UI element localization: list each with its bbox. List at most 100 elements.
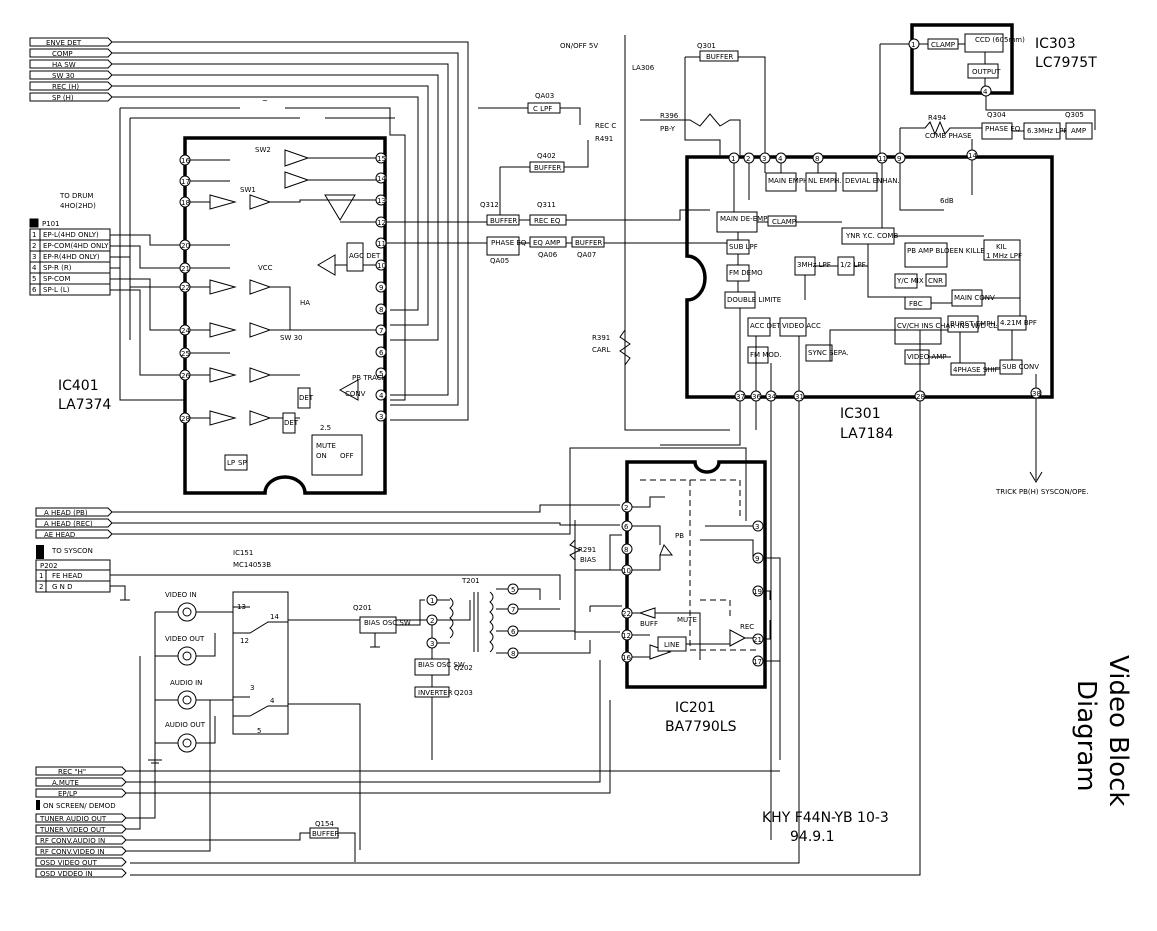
svg-text:A.MUTE: A.MUTE <box>52 779 79 787</box>
svg-text:FM MOD.: FM MOD. <box>750 351 781 359</box>
svg-text:2: 2 <box>746 155 750 163</box>
bottom-signal-group: REC "H" A.MUTE EP/LP ON SCREEN/ DEMOD TU… <box>35 766 127 878</box>
svg-text:OSD VIDEO OUT: OSD VIDEO OUT <box>40 859 98 867</box>
svg-text:16: 16 <box>622 654 631 662</box>
svg-text:BUFFER: BUFFER <box>312 830 339 838</box>
svg-text:Q301: Q301 <box>697 42 716 50</box>
svg-text:SUB CONV: SUB CONV <box>1002 363 1039 371</box>
r391-label: R391 <box>592 334 610 342</box>
ic303: IC303 LC7975T 1 4 CLAMP CCD (605mm) OUTP… <box>908 23 1097 97</box>
svg-text:BURST EMPH.: BURST EMPH. <box>950 320 998 328</box>
q202-bias-osc-sw: BIAS OSC SW Q202 <box>414 658 473 676</box>
svg-text:19: 19 <box>753 588 762 596</box>
svg-text:16: 16 <box>181 157 190 165</box>
audio-in-label: AUDIO IN <box>170 679 202 687</box>
svg-text:28: 28 <box>181 415 190 423</box>
svg-text:CONV: CONV <box>345 390 366 398</box>
svg-text:MAIN CONV: MAIN CONV <box>954 294 995 302</box>
ic401-pins-right: 15 14 13 12 11 10 9 8 7 6 5 4 3 <box>375 152 387 422</box>
signal-tag: COMP <box>29 48 113 58</box>
svg-text:3: 3 <box>755 523 759 531</box>
svg-text:38: 38 <box>1032 390 1041 398</box>
svg-text:Q202: Q202 <box>454 664 473 672</box>
svg-text:SP-COM: SP-COM <box>43 275 70 283</box>
svg-text:OUTPUT: OUTPUT <box>972 68 1001 76</box>
svg-text:PB: PB <box>675 532 684 540</box>
svg-text:MUTE: MUTE <box>316 442 336 450</box>
svg-text:TO SYSCON: TO SYSCON <box>51 547 93 555</box>
svg-text:~: ~ <box>262 97 268 105</box>
svg-text:YNR Y.C. COMB: YNR Y.C. COMB <box>845 232 898 240</box>
ic301-internal-wiring <box>733 160 1037 391</box>
svg-text:31: 31 <box>795 393 804 401</box>
svg-text:AMP: AMP <box>1071 127 1086 135</box>
svg-text:SP: SP <box>238 459 247 467</box>
svg-text:14: 14 <box>377 175 386 183</box>
svg-text:BIAS OSC SW: BIAS OSC SW <box>364 619 411 627</box>
svg-text:VIDEO AMP: VIDEO AMP <box>907 353 946 361</box>
svg-text:SW1: SW1 <box>240 186 256 194</box>
q301-buffer: Q301 BUFFER <box>697 42 739 62</box>
ic303-part: LC7975T <box>1035 55 1097 71</box>
svg-text:ENVE DET: ENVE DET <box>46 39 82 47</box>
svg-text:INVERTER: INVERTER <box>418 689 453 697</box>
svg-text:FBC: FBC <box>909 300 923 308</box>
svg-text:12: 12 <box>377 219 386 227</box>
ic301-part: LA7184 <box>840 426 893 442</box>
svg-text:CNR: CNR <box>928 277 943 285</box>
r396-sub: PB-Y <box>660 125 676 133</box>
video-in-label: VIDEO IN <box>165 591 197 599</box>
svg-text:BIAS OSC SW: BIAS OSC SW <box>418 661 465 669</box>
svg-text:25: 25 <box>181 350 190 358</box>
r491-label: R491 <box>595 135 613 143</box>
svg-text:C LPF: C LPF <box>533 105 552 113</box>
svg-text:Q305: Q305 <box>1065 111 1084 119</box>
svg-text:REC: REC <box>740 623 754 631</box>
r396-label: R396 <box>660 112 679 120</box>
svg-text:8: 8 <box>624 546 628 554</box>
svg-text:10: 10 <box>622 567 631 575</box>
ic151: 13 14 12 3 4 5 <box>232 591 289 735</box>
svg-text:REC (H): REC (H) <box>52 83 79 91</box>
svg-text:3: 3 <box>762 155 766 163</box>
la306-label: LA306 <box>632 64 655 72</box>
svg-text:BUFFER: BUFFER <box>490 217 517 225</box>
svg-text:OSD VDDEO IN: OSD VDDEO IN <box>40 870 93 878</box>
svg-text:4: 4 <box>379 392 384 400</box>
ic151-ref: IC151 <box>233 549 253 557</box>
ic151-part: MC14053B <box>233 561 271 569</box>
signal-tag: SW 30 <box>29 70 113 80</box>
svg-text:3MHz LPF: 3MHz LPF <box>797 261 831 269</box>
r291-label: R291 <box>578 546 596 554</box>
svg-text:ON: ON <box>316 452 327 460</box>
svg-text:1: 1 <box>32 231 36 239</box>
video-out-label: VIDEO OUT <box>165 635 205 643</box>
svg-text:EP-R(4HD ONLY): EP-R(4HD ONLY) <box>43 253 100 261</box>
svg-text:4: 4 <box>270 697 275 705</box>
svg-text:A HEAD (REC): A HEAD (REC) <box>44 520 93 528</box>
r494-label: R494 <box>928 114 947 122</box>
ic301-ref: IC301 <box>840 406 881 422</box>
svg-text:AGC DET: AGC DET <box>349 252 381 260</box>
svg-text:CV/CH INS CHAR INS W/D CLIP: CV/CH INS CHAR INS W/D CLIP <box>897 322 1003 330</box>
svg-text:7: 7 <box>379 327 383 335</box>
svg-text:EP-L(4HD ONLY): EP-L(4HD ONLY) <box>43 231 99 239</box>
svg-text:10: 10 <box>377 262 386 270</box>
svg-text:ACC DET: ACC DET <box>750 322 781 330</box>
svg-text:4: 4 <box>983 88 988 96</box>
svg-text:MAIN EMPH.: MAIN EMPH. <box>768 177 810 185</box>
svg-text:DET: DET <box>284 419 299 427</box>
svg-text:14: 14 <box>968 152 977 160</box>
ic401-part: LA7374 <box>58 397 111 413</box>
svg-text:P202: P202 <box>40 562 58 570</box>
svg-text:QA07: QA07 <box>577 251 596 259</box>
svg-text:KIL: KIL <box>996 243 1007 251</box>
svg-text:11: 11 <box>377 240 386 248</box>
svg-text:TUNER VIDEO OUT: TUNER VIDEO OUT <box>39 826 106 834</box>
svg-text:DOUBLE LIMITE: DOUBLE LIMITE <box>727 296 781 304</box>
svg-text:MUTE: MUTE <box>677 616 697 624</box>
svg-text:Q312: Q312 <box>480 201 499 209</box>
svg-text:G N D: G N D <box>52 583 73 591</box>
ic201: IC201 BA7790LS 2 6 8 10 22 12 16 3 9 19 … <box>621 460 767 735</box>
svg-text:LINE: LINE <box>664 641 680 649</box>
